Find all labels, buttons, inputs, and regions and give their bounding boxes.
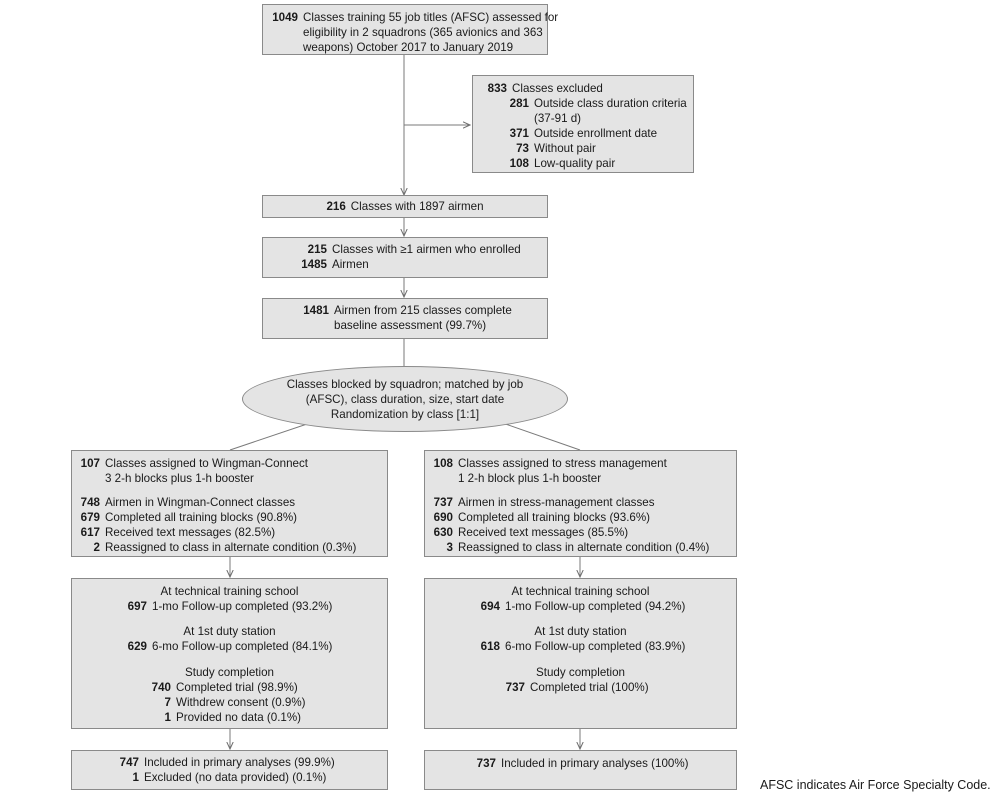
line-randomization-to-left-arm [229, 420, 317, 451]
randomization-line-1: Classes blocked by squadron; matched by … [286, 377, 524, 391]
assessed-line-3: weapons) October 2017 to January 2019 [303, 41, 514, 54]
arm-detail-label: Reassigned to class in alternate conditi… [105, 541, 357, 554]
excluded-item-count: 108 [509, 157, 529, 170]
arm-detail-label: Completed all training blocks (90.8%) [105, 511, 298, 524]
arm-class-label: Classes assigned to Wingman-Connect [105, 457, 308, 470]
assessed-line-2: eligibility in 2 squadrons (365 avionics… [303, 26, 543, 39]
study-count: 737 [505, 681, 525, 694]
study-count: 7 [164, 696, 171, 709]
analysis-label: Included in primary analyses (99.9%) [144, 756, 335, 769]
arm-detail-label: Received text messages (82.5%) [105, 526, 276, 539]
enrolled-box: 215 Classes with ≥1 airmen who enrolled 1… [262, 237, 548, 278]
baseline-line-2: baseline assessment (99.7%) [334, 319, 487, 332]
classes-count: 216 [326, 200, 346, 213]
study-count: 740 [151, 681, 171, 694]
analysis-count: 1 [132, 771, 139, 784]
wingman-followup-box: At technical training school 697 1-mo Fol… [71, 578, 388, 729]
stress-followup-box: At technical training school 694 1-mo Fol… [424, 578, 737, 729]
duty-station-title: At 1st duty station [183, 625, 276, 638]
arm-class-label: Classes assigned to stress management [458, 457, 667, 470]
classes-label: Classes with 1897 airmen [350, 200, 484, 213]
arm-detail-label: Airmen in Wingman-Connect classes [105, 496, 296, 509]
baseline-line-1: Airmen from 215 classes complete [334, 304, 512, 317]
line-randomization-to-right-arm [496, 420, 581, 451]
study-label: Completed trial (100%) [530, 681, 649, 694]
duty-followup-label: 6-mo Follow-up completed (84.1%) [152, 640, 333, 653]
assessed-count: 1049 [272, 11, 298, 24]
assessed-line-1: Classes training 55 job titles (AFSC) as… [303, 11, 559, 24]
arm-detail-count: 2 [93, 541, 100, 554]
arm-class-sublabel: 3 2-h blocks plus 1-h booster [105, 472, 254, 485]
study-label: Completed trial (98.9%) [176, 681, 298, 694]
tech-school-title: At technical training school [160, 585, 299, 598]
wingman-assignment-box: 107 Classes assigned to Wingman-Connect 3 … [71, 450, 388, 557]
study-completion-title: Study completion [185, 666, 274, 679]
baseline-count: 1481 [303, 304, 329, 317]
randomization-oval: Classes blocked by squadron; matched by … [242, 366, 568, 432]
arm-detail-count: 3 [446, 541, 453, 554]
duty-followup-count: 618 [480, 640, 500, 653]
randomization-line-3: Randomization by class [1:1] [330, 407, 480, 421]
duty-station-title: At 1st duty station [534, 625, 627, 638]
tech-followup-label: 1-mo Follow-up completed (93.2%) [152, 600, 333, 613]
study-completion-title: Study completion [536, 666, 625, 679]
study-label: Provided no data (0.1%) [176, 711, 302, 724]
randomization-line-2: (AFSC), class duration, size, start date [305, 392, 505, 406]
enrolled-class-count: 215 [307, 243, 327, 256]
excluded-item-label: Low-quality pair [534, 157, 616, 170]
excluded-item-count: 73 [516, 142, 529, 155]
tech-followup-label: 1-mo Follow-up completed (94.2%) [505, 600, 686, 613]
assessed-box: 1049 Classes training 55 job titles (AFSC… [262, 4, 558, 55]
study-count: 1 [164, 711, 171, 724]
duty-followup-label: 6-mo Follow-up completed (83.9%) [505, 640, 686, 653]
tech-followup-count: 694 [480, 600, 500, 613]
baseline-box: 1481 Airmen from 215 classes complete base… [262, 298, 548, 339]
excluded-count: 833 [487, 82, 507, 95]
excluded-item-label-line-2: (37-91 d) [534, 112, 582, 125]
arm-detail-label: Completed all training blocks (93.6%) [458, 511, 651, 524]
classes-box: 216 Classes with 1897 airmen [262, 195, 548, 218]
analysis-count: 737 [476, 757, 496, 770]
stress-assignment-box: 108 Classes assigned to stress management… [424, 450, 737, 557]
stress-analysis-box: 737 Included in primary analyses (100%) [424, 750, 737, 790]
arm-detail-count: 737 [433, 496, 453, 509]
arm-class-count: 108 [433, 457, 453, 470]
analysis-count: 747 [119, 756, 139, 769]
arm-detail-count: 690 [433, 511, 453, 524]
tech-followup-count: 697 [127, 600, 147, 613]
enrolled-airmen-label: Airmen [332, 258, 369, 271]
arm-detail-label: Airmen in stress-management classes [458, 496, 655, 509]
arm-detail-count: 748 [80, 496, 100, 509]
enrolled-class-label: Classes with ≥1 airmen who enrolled [332, 243, 521, 256]
analysis-label: Excluded (no data provided) (0.1%) [144, 771, 327, 784]
excluded-item-label: Outside enrollment date [534, 127, 658, 140]
excluded-item-label: Outside class duration criteria [534, 97, 687, 110]
footnote: AFSC indicates Air Force Specialty Code. [760, 778, 991, 792]
excluded-label: Classes excluded [512, 82, 603, 95]
arm-detail-count: 679 [80, 511, 100, 524]
excluded-item-count: 371 [509, 127, 529, 140]
arm-detail-label: Reassigned to class in alternate conditi… [458, 541, 710, 554]
excluded-item-label: Without pair [534, 142, 596, 155]
analysis-label: Included in primary analyses (100%) [501, 757, 689, 770]
excluded-box: 833 Classes excluded 281 Outside class dur… [472, 75, 694, 173]
arm-class-count: 107 [80, 457, 100, 470]
arm-class-sublabel: 1 2-h block plus 1-h booster [458, 472, 602, 485]
tech-school-title: At technical training school [511, 585, 650, 598]
arm-detail-label: Received text messages (85.5%) [458, 526, 629, 539]
duty-followup-count: 629 [127, 640, 147, 653]
arm-detail-count: 630 [433, 526, 453, 539]
enrolled-airmen-count: 1485 [301, 258, 327, 271]
study-label: Withdrew consent (0.9%) [176, 696, 306, 709]
excluded-item-count: 281 [509, 97, 529, 110]
arm-detail-count: 617 [80, 526, 100, 539]
